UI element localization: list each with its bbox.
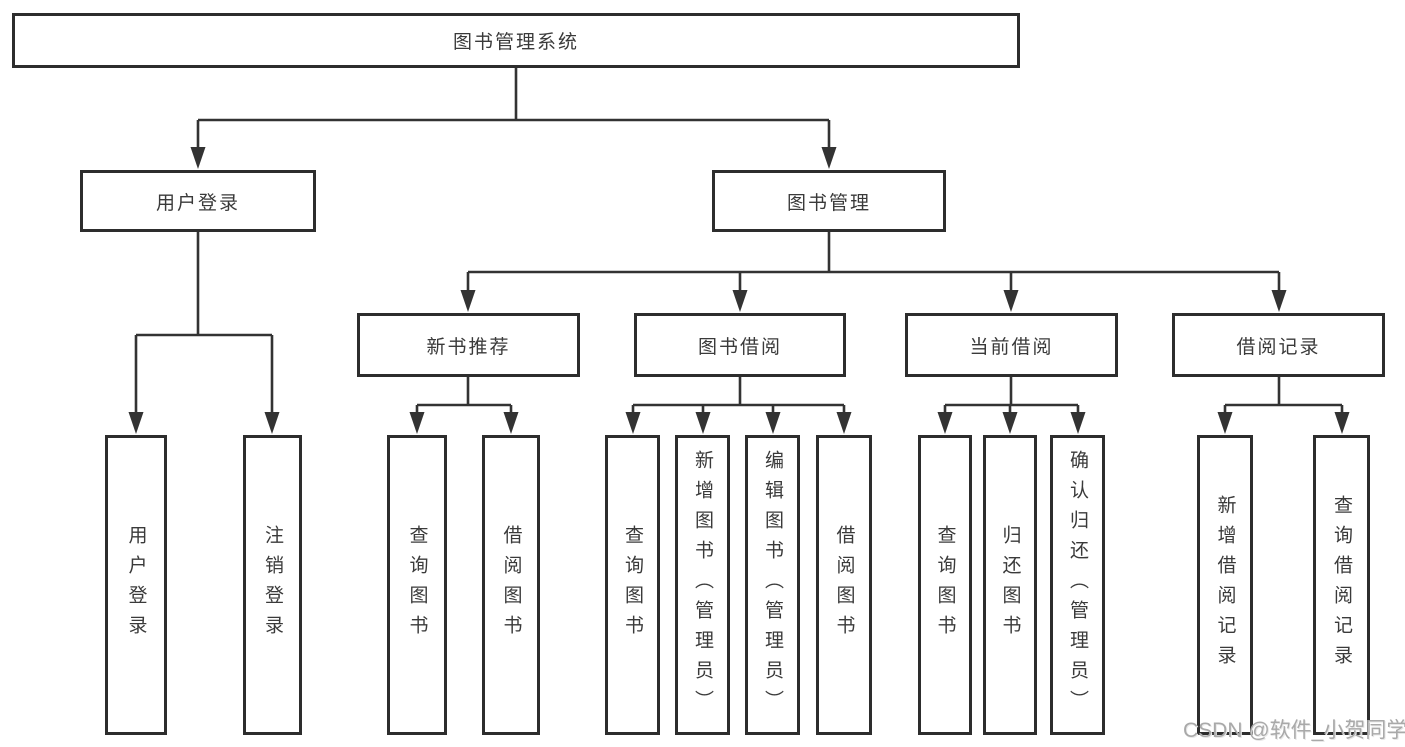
node-label: 确认归还（管理员） bbox=[1067, 450, 1088, 720]
node-label: 借阅记录 bbox=[1236, 336, 1321, 358]
node-user-login: 用户登录 bbox=[80, 170, 316, 232]
node-label: 新书推荐 bbox=[426, 336, 511, 358]
leaf-add-books-admin: 新增图书（管理员） bbox=[675, 435, 730, 735]
node-label: 图书借阅 bbox=[697, 336, 782, 358]
node-book-borrowing: 图书借阅 bbox=[634, 313, 846, 377]
leaf-query-borrow-record: 查询借阅记录 bbox=[1313, 435, 1370, 735]
leaf-user-login: 用户登录 bbox=[105, 435, 167, 735]
node-label: 查询图书 bbox=[406, 525, 428, 645]
leaf-query-books-current: 查询图书 bbox=[918, 435, 972, 735]
node-label: 图书管理 bbox=[786, 192, 871, 214]
node-label: 新增借阅记录 bbox=[1214, 495, 1236, 675]
node-label: 用户登录 bbox=[125, 525, 147, 645]
node-label: 编辑图书（管理员） bbox=[762, 450, 783, 720]
node-library-management-system: 图书管理系统 bbox=[12, 13, 1020, 68]
node-borrowing-records: 借阅记录 bbox=[1172, 313, 1385, 377]
leaf-add-borrow-record: 新增借阅记录 bbox=[1197, 435, 1253, 735]
leaf-edit-books-admin: 编辑图书（管理员） bbox=[745, 435, 800, 735]
node-label: 用户登录 bbox=[155, 192, 240, 214]
node-label: 新增图书（管理员） bbox=[692, 450, 713, 720]
csdn-watermark: CSDN @软件_小贺同学 bbox=[1183, 719, 1405, 742]
leaf-query-books-recommend: 查询图书 bbox=[387, 435, 447, 735]
leaf-confirm-return-admin: 确认归还（管理员） bbox=[1050, 435, 1105, 735]
node-label: 查询图书 bbox=[934, 525, 956, 645]
node-current-borrowing: 当前借阅 bbox=[905, 313, 1118, 377]
node-label: 图书管理系统 bbox=[452, 32, 579, 53]
node-label: 借阅图书 bbox=[500, 525, 522, 645]
leaf-return-books: 归还图书 bbox=[983, 435, 1037, 735]
node-label: 查询借阅记录 bbox=[1331, 495, 1352, 675]
leaf-borrow-books-recommend: 借阅图书 bbox=[482, 435, 540, 735]
leaf-logout: 注销登录 bbox=[243, 435, 302, 735]
node-label: 当前借阅 bbox=[969, 336, 1054, 358]
node-label: 借阅图书 bbox=[833, 525, 855, 645]
node-label: 归还图书 bbox=[999, 525, 1021, 645]
node-new-book-recommendation: 新书推荐 bbox=[357, 313, 580, 377]
node-label: 查询图书 bbox=[622, 525, 643, 645]
node-book-management: 图书管理 bbox=[712, 170, 946, 232]
node-label: 注销登录 bbox=[262, 525, 283, 645]
leaf-query-books-borrow: 查询图书 bbox=[605, 435, 660, 735]
leaf-borrow-books: 借阅图书 bbox=[816, 435, 872, 735]
